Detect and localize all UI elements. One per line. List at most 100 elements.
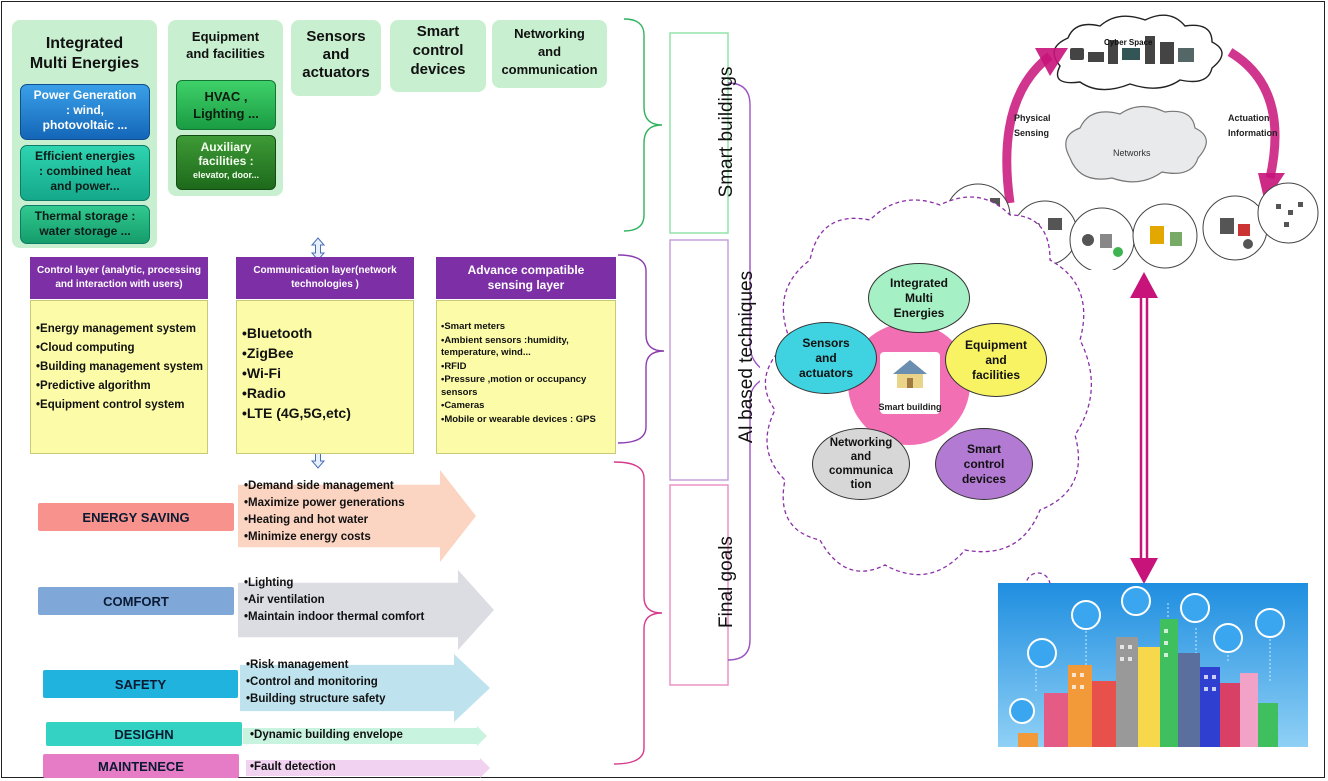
goal-items: •Dynamic building envelope xyxy=(250,727,403,744)
goal-item: •Air ventilation xyxy=(244,594,325,606)
server-icons xyxy=(1070,36,1194,64)
control-layer-item: •Predictive algorithm xyxy=(36,380,151,392)
goal-arrow xyxy=(238,570,494,650)
power-generation-box: Power Generation : wind, photovoltaic ..… xyxy=(20,84,150,140)
power-generation-line1: Power Generation xyxy=(33,88,137,102)
goal-items: •Risk management •Control and monitoring •… xyxy=(246,657,386,708)
sensors-line2: and xyxy=(322,46,350,63)
auxiliary-line1: Auxiliary xyxy=(200,140,252,154)
goal-item: •Minimize energy costs xyxy=(244,531,371,543)
goal-item: •Demand side management xyxy=(244,480,394,492)
sensors-line3: actuators xyxy=(302,64,370,81)
goal-label-energy-saving: ENERGY SAVING xyxy=(38,503,234,531)
sensing-layer-body: •Smart meters•Ambient sensors :humidity,… xyxy=(436,300,616,454)
petal-sensors: Sensors and actuators xyxy=(775,322,877,394)
final-goals-label: Final goals xyxy=(716,536,737,628)
sensing-layer-item: •Pressure ,motion or occupancy sensors xyxy=(441,374,587,398)
petal-equipment-label: Equipment and facilities xyxy=(965,337,1027,382)
auxiliary-box: Auxiliary facilities : elevator, door... xyxy=(176,135,276,190)
sensing-layer-list: •Smart meters•Ambient sensors :humidity,… xyxy=(441,321,612,426)
communication-layer-list: •Bluetooth•ZigBee•Wi-Fi•Radio•LTE (4G,5G… xyxy=(242,323,409,423)
auxiliary-line3: elevator, door... xyxy=(192,170,260,180)
city-graphic xyxy=(1009,586,1285,747)
sensors-line1: Sensors xyxy=(306,28,366,45)
goal-item: •Heating and hot water xyxy=(244,514,369,526)
thermal-storage-line2: water storage ... xyxy=(39,224,131,238)
communication-layer-item: •ZigBee xyxy=(242,345,294,361)
control-layer-list: •Energy management system•Cloud computin… xyxy=(36,321,203,414)
integrated-title-1: Integrated xyxy=(45,35,124,52)
goal-item: •Dynamic building envelope xyxy=(250,729,403,741)
efficient-energies-line2: : combined heat xyxy=(38,164,131,178)
goal-item: •Lighting xyxy=(244,577,294,589)
section-braces xyxy=(613,18,760,765)
auxiliary-line2: facilities : xyxy=(198,154,254,168)
control-layer-item: •Building management system xyxy=(36,361,203,373)
thermal-storage-line1: Thermal storage : xyxy=(34,209,136,223)
petal-networking-label: Networking and communica tion xyxy=(829,437,893,491)
communication-layer-item: •Wi-Fi xyxy=(242,365,281,381)
goal-label-comfort: COMFORT xyxy=(38,587,234,615)
efficient-energies-line1: Efficient energies xyxy=(34,149,136,163)
smart-building-label: Smart building xyxy=(878,402,942,412)
goal-item: •Maintain indoor thermal comfort xyxy=(244,611,425,623)
communication-layer-item: •Radio xyxy=(242,385,286,401)
sensing-layer-header: Advance compatible sensing layer xyxy=(436,257,616,299)
petal-smart-control: Smart control devices xyxy=(935,428,1033,500)
goal-item: •Maximize power generations xyxy=(244,497,405,509)
smart-control-line3: devices xyxy=(410,61,466,78)
control-layer-header: Control layer (analytic, processing and … xyxy=(30,257,208,299)
goal-item: •Risk management xyxy=(246,659,349,671)
cps-graphic xyxy=(945,14,1319,270)
efficient-energies-box: Efficient energies : combined heat and p… xyxy=(20,145,150,201)
hvac-line1: HVAC , xyxy=(204,89,248,104)
power-generation-line2: : wind, xyxy=(66,103,104,117)
goal-items: •Lighting •Air ventilation •Maintain indoo… xyxy=(244,575,424,626)
petal-networking: Networking and communica tion xyxy=(812,428,910,500)
networking-line1: Networking xyxy=(514,26,585,41)
petal-integrated: Integrated Multi Energies xyxy=(868,263,970,333)
control-layer-item: •Equipment control system xyxy=(36,399,185,411)
goal-arrow xyxy=(246,758,490,778)
petal-smart-control-label: Smart control devices xyxy=(961,441,1007,486)
smart-control-line2: control xyxy=(412,42,464,59)
cyber-space-label: Cyber Space xyxy=(1104,38,1153,47)
networking-line3: communication xyxy=(501,62,598,77)
control-layer-body: •Energy management system•Cloud computin… xyxy=(30,300,208,454)
smart-building-icon-area: Smart building xyxy=(878,352,942,414)
goal-items: •Fault detection xyxy=(250,759,336,776)
smart-control-line1: Smart xyxy=(416,23,460,40)
house-icon xyxy=(893,360,927,388)
control-layer-item: •Energy management system xyxy=(36,323,196,335)
goal-item: •Control and monitoring xyxy=(246,676,378,688)
sensors-actuators-box: Sensors and actuators xyxy=(291,20,381,96)
goal-label-safety: SAFETY xyxy=(43,670,238,698)
networking-box: Networking and communication xyxy=(492,20,607,88)
actuation-information-label: Actuation Information xyxy=(1228,113,1278,138)
integrated-title-2: Multi Energies xyxy=(29,55,140,72)
goal-label-maintenece: MAINTENECE xyxy=(43,754,239,778)
networking-line2: and xyxy=(537,44,562,59)
goal-item: •Fault detection xyxy=(250,761,336,773)
physical-sensing-label: Physical Sensing xyxy=(1014,113,1051,138)
goal-items: •Demand side management •Maximize power g… xyxy=(244,478,405,546)
sensing-layer-item: •Cameras xyxy=(441,400,485,411)
sensing-layer-title: Advance compatible sensing layer xyxy=(467,263,585,292)
power-generation-line3: photovoltaic ... xyxy=(42,118,128,132)
petal-equipment: Equipment and facilities xyxy=(945,323,1047,397)
sensing-layer-item: •RFID xyxy=(441,360,467,372)
communication-layer-body: •Bluetooth•ZigBee•Wi-Fi•Radio•LTE (4G,5G… xyxy=(236,300,414,454)
goal-arrow xyxy=(240,654,490,722)
equipment-title-2: and facilities xyxy=(186,46,265,61)
goal-item: •Building structure safety xyxy=(246,693,386,705)
thermal-storage-box: Thermal storage : water storage ... xyxy=(20,205,150,244)
goal-arrow xyxy=(238,470,476,562)
vertical-double-arrow xyxy=(1130,272,1158,584)
goal-arrow xyxy=(243,726,487,746)
hvac-box: HVAC , Lighting ... xyxy=(176,80,276,130)
communication-layer-item: •LTE (4G,5G,etc) xyxy=(242,405,351,421)
communication-layer-title: Communication layer(network technologies… xyxy=(253,265,397,290)
petal-integrated-label: Integrated Multi Energies xyxy=(889,275,948,320)
equipment-title-1: Equipment xyxy=(191,29,260,44)
smart-city-image xyxy=(998,583,1308,747)
